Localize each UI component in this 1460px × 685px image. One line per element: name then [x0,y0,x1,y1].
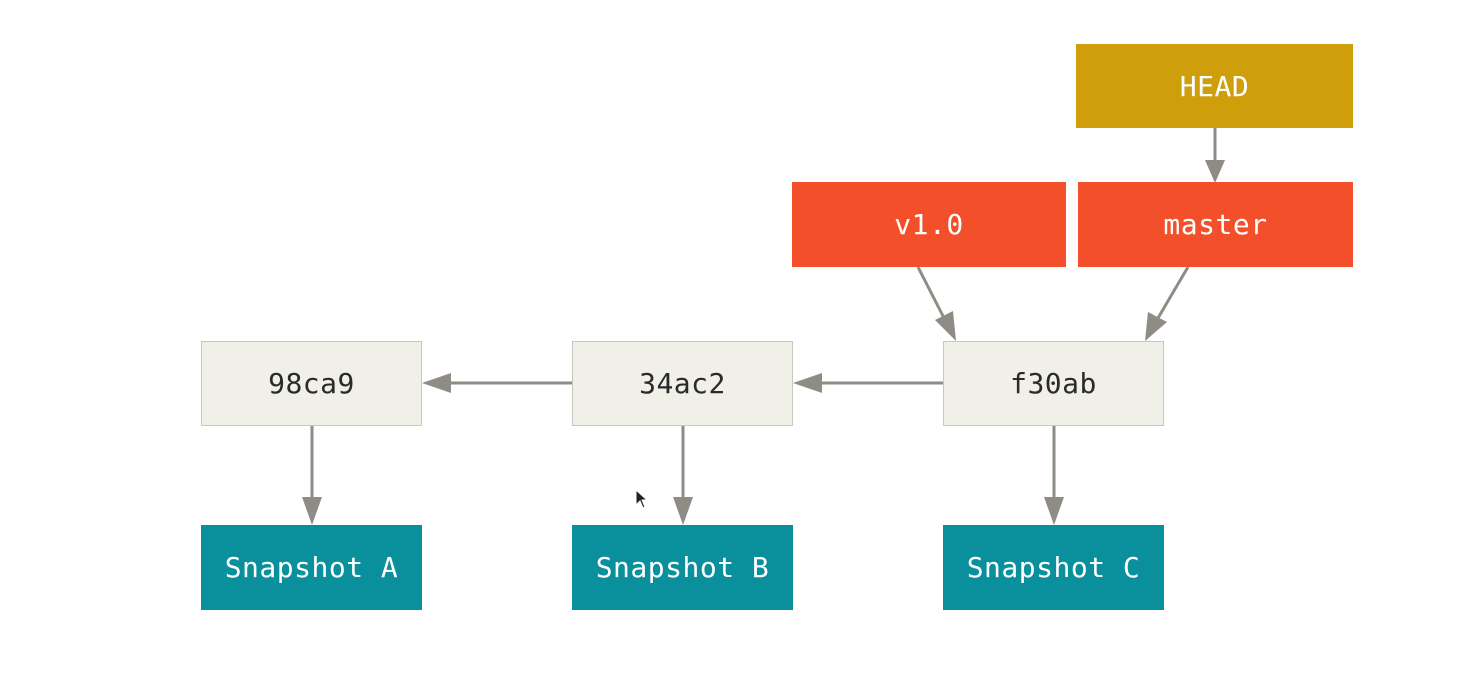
commit-34ac2: 34ac2 [572,341,793,426]
arrowhead-34ac2 [793,373,822,393]
commit-98ca9: 98ca9 [201,341,422,426]
arrowhead-snapshot-a [302,497,322,525]
snapshot-c: Snapshot C [943,525,1164,610]
arrowhead-f30ab-right [1145,312,1167,341]
branch-tag-v1-0: v1.0 [792,182,1066,267]
edge-master-to-f30ab [1156,266,1190,319]
mouse-cursor-icon [635,489,649,509]
arrowhead-f30ab-left [935,311,956,341]
arrowhead-98ca9 [422,373,451,393]
arrowhead-snapshot-b [673,497,693,525]
commit-f30ab: f30ab [943,341,1164,426]
snapshot-b: Snapshot B [572,525,793,610]
edge-v1-to-f30ab [916,266,946,319]
arrowhead-master [1205,160,1225,183]
arrowhead-snapshot-c [1044,497,1064,525]
snapshot-a: Snapshot A [201,525,422,610]
branch-master: master [1078,182,1353,267]
head-pointer: HEAD [1076,44,1353,128]
